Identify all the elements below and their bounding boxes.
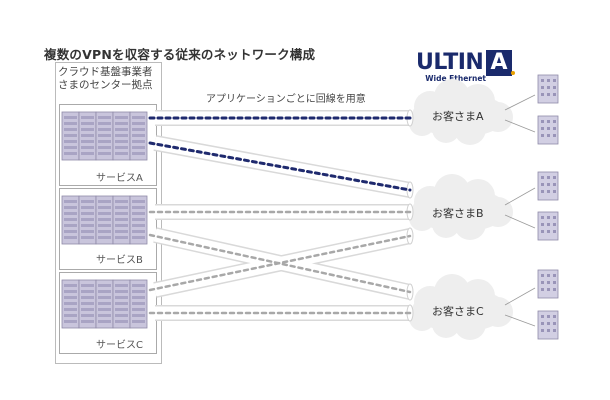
building-customer-c-2 [537,310,559,340]
logo-subtitle: Wide Ethernet [425,74,486,83]
service-b-servers [61,195,148,245]
service-a-label: サービスA [96,173,143,184]
service-a-servers [61,111,148,161]
diagram-title: 複数のVPNを収容する従来のネットワーク構成 [44,47,316,62]
tube-ends [406,109,414,322]
service-b-label: サービスB [96,255,143,266]
customer-b-label: お客さまB [432,207,484,220]
datacenter-label: クラウド基盤事業者 さまのセンター拠点 [58,66,153,91]
service-c-label: サービスC [96,340,143,351]
ultina-logo: ULTIN A Wide Ethernet [416,50,515,83]
logo-accent-box: A [486,50,515,76]
customer-c-label: お客さまC [432,305,484,318]
vpn-c-1 [148,234,412,292]
service-c-servers [61,279,148,329]
vpn-lines [148,116,412,315]
building-customer-b-2 [537,211,559,241]
vpn-a-2 [148,141,412,192]
building-customer-c-1 [537,269,559,299]
building-customer-a-2 [537,115,559,145]
logo-wordmark: ULTIN [416,50,484,75]
building-customer-b-1 [537,171,559,201]
customer-a-label: お客さまA [432,110,484,123]
building-customer-a-1 [537,74,559,104]
cloud-building-links [504,94,536,327]
annotation-label: アプリケーションごとに回線を用意 [206,94,366,105]
